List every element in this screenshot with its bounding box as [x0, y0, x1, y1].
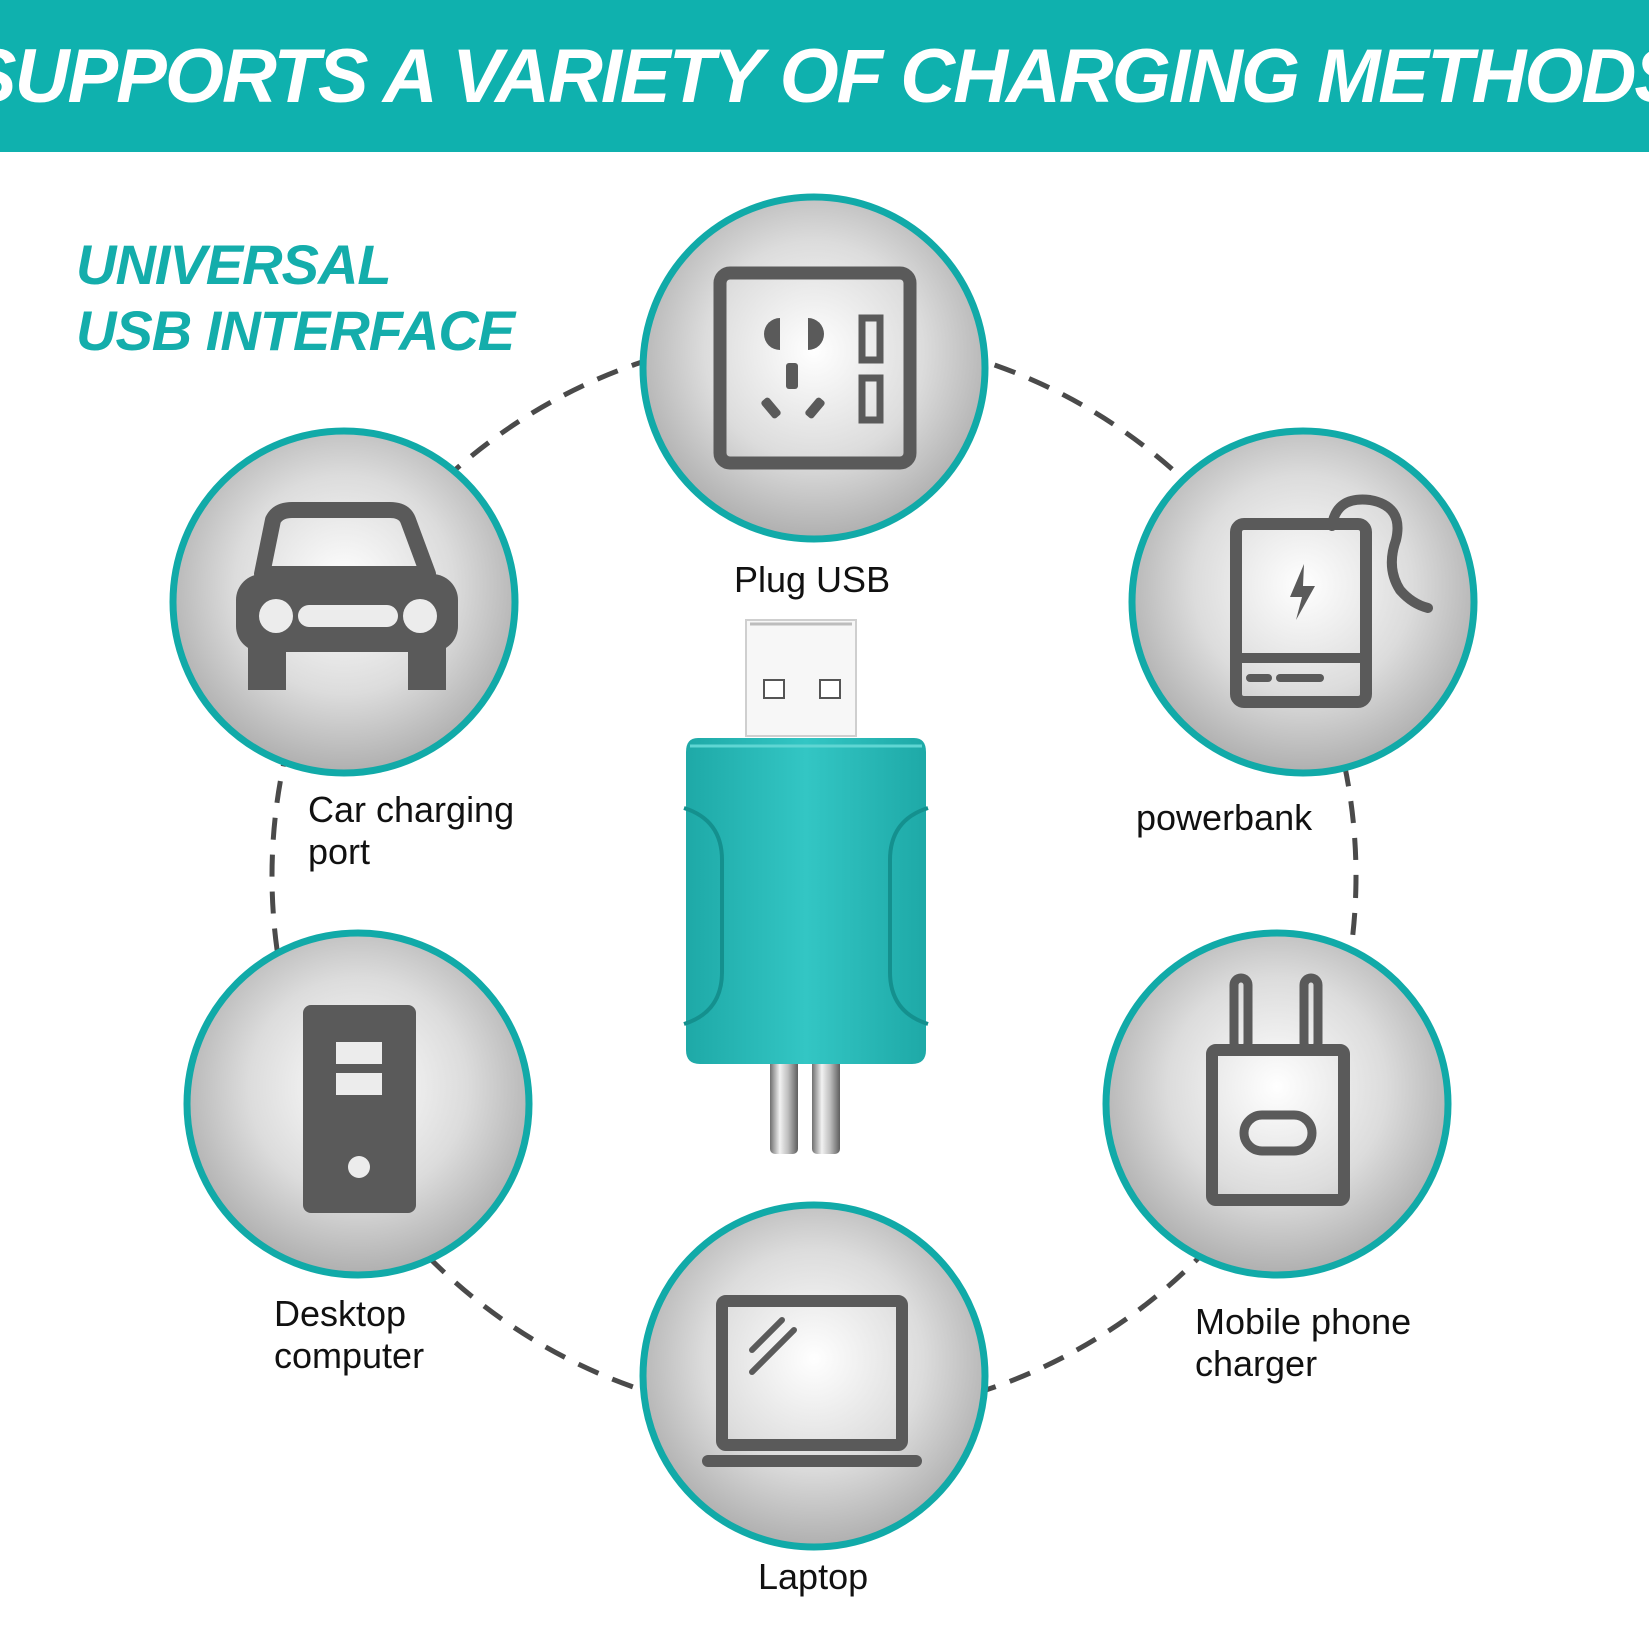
label-powerbank: powerbank — [1136, 797, 1312, 839]
label-desktop-line-1: Desktop — [274, 1293, 407, 1334]
label-car-line-2: port — [308, 831, 371, 872]
car-icon — [236, 502, 458, 690]
desktop-tower-icon — [303, 1005, 416, 1213]
banner-title: SUPPORTS A VARIETY OF CHARGING METHODS — [0, 33, 1649, 119]
subheading-line-1: UNIVERSAL — [76, 233, 392, 296]
disc-mobile-charger — [1102, 929, 1452, 1279]
subheading: UNIVERSAL USB INTERFACE — [76, 232, 515, 364]
label-laptop-text: Laptop — [758, 1556, 869, 1597]
header-banner: SUPPORTS A VARIETY OF CHARGING METHODS — [0, 0, 1649, 152]
label-car-charging-port: Car charging port — [308, 789, 514, 873]
label-desktop-computer: Desktop computer — [274, 1293, 424, 1377]
label-mobile-phone-charger: Mobile phone charger — [1195, 1301, 1411, 1385]
label-desktop-line-2: computer — [274, 1335, 425, 1376]
label-mobile-line-2: charger — [1195, 1343, 1318, 1384]
label-plug-usb-text: Plug USB — [734, 559, 891, 600]
disc-plug-usb — [639, 193, 989, 543]
disc-laptop — [639, 1201, 989, 1551]
wall-charger-icon — [1206, 973, 1350, 1206]
label-plug-usb: Plug USB — [734, 559, 890, 601]
usb-adapter-product — [683, 619, 929, 1154]
label-mobile-line-1: Mobile phone — [1195, 1301, 1412, 1342]
label-laptop: Laptop — [758, 1556, 868, 1598]
label-powerbank-text: powerbank — [1136, 797, 1313, 838]
subheading-line-2: USB INTERFACE — [76, 299, 515, 362]
label-car-line-1: Car charging — [308, 789, 515, 830]
powerbank-icon — [1230, 494, 1433, 708]
wall-socket-icon — [713, 266, 917, 470]
laptop-icon — [702, 1295, 922, 1467]
